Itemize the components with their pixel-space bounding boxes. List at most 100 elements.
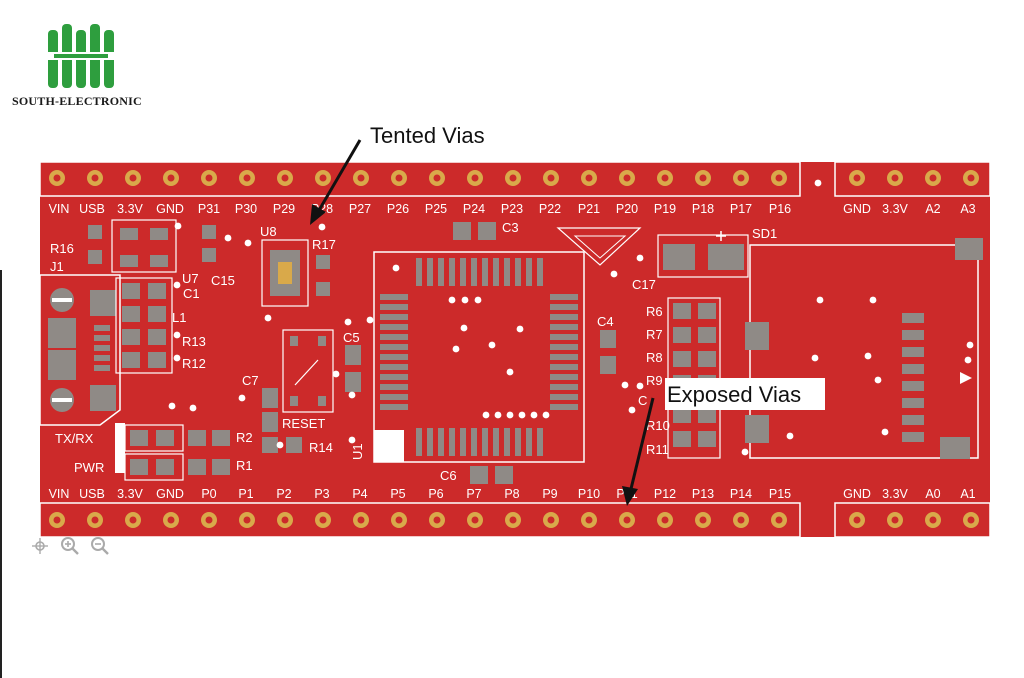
pin-label: P26 (387, 202, 409, 216)
mcu-pad (504, 428, 510, 456)
resistor-pad (698, 407, 716, 423)
pin-hole (129, 516, 137, 524)
pin-label: P6 (428, 487, 443, 501)
via (636, 254, 644, 262)
mcu-pad (550, 364, 578, 370)
via (332, 370, 340, 378)
pin-hole (585, 516, 593, 524)
via (854, 148, 862, 156)
resistor-pad (673, 407, 691, 423)
mcu-pad (550, 314, 578, 320)
pin-hole (319, 174, 327, 182)
via (610, 270, 618, 278)
pin-label: P13 (692, 487, 714, 501)
pin-hole (775, 516, 783, 524)
pin-hole (699, 174, 707, 182)
label-r8: R8 (646, 350, 663, 365)
via (816, 296, 824, 304)
label-r1: R1 (236, 458, 253, 473)
antenna-mark (556, 227, 642, 266)
silk-left (111, 219, 177, 374)
mcu-pad (460, 428, 466, 456)
via (741, 448, 749, 456)
label-c2: C (638, 393, 647, 408)
label-r9: R9 (646, 373, 663, 388)
pin-hole (891, 516, 899, 524)
pin-label: 3.3V (117, 487, 143, 501)
zoom-in-icon[interactable] (60, 536, 80, 556)
mcu-pad (380, 334, 408, 340)
label-c5: C5 (343, 330, 360, 345)
pin-hole (205, 516, 213, 524)
pin-label: P27 (349, 202, 371, 216)
pin-hole (53, 174, 61, 182)
via (366, 316, 374, 324)
label-r14: R14 (309, 440, 333, 455)
u8-chip (261, 239, 330, 307)
pin-hole (661, 516, 669, 524)
pin-label: P17 (730, 202, 752, 216)
pin-hole (205, 174, 213, 182)
pin-hole (433, 174, 441, 182)
pin-hole (585, 174, 593, 182)
resistor-pad (698, 303, 716, 319)
pin-label: P24 (463, 202, 485, 216)
mcu-pad (504, 258, 510, 286)
via (264, 314, 272, 322)
pin-hole (737, 516, 745, 524)
pin-hole (167, 516, 175, 524)
mcu-pad (526, 428, 532, 456)
mcu-pad (515, 258, 521, 286)
label-l1: L1 (172, 310, 186, 325)
mcu-pad (449, 258, 455, 286)
pan-icon[interactable] (30, 536, 50, 556)
pin-hole (243, 516, 251, 524)
mcu-pad (482, 428, 488, 456)
pin-hole (281, 174, 289, 182)
resistor-pad (698, 431, 716, 447)
pin-label: P3 (314, 487, 329, 501)
pin-hole (891, 174, 899, 182)
label-c1: C1 (183, 286, 200, 301)
label-r7: R7 (646, 327, 663, 342)
sd-card-slot (745, 238, 983, 459)
mcu-pad (380, 384, 408, 390)
via (506, 411, 514, 419)
mcu-pad (471, 428, 477, 456)
pin-label: P25 (425, 202, 447, 216)
via (814, 179, 822, 187)
mcu-pad (380, 314, 408, 320)
pin-label: P9 (542, 487, 557, 501)
label-c4: C4 (597, 314, 614, 329)
mcu-pad (550, 384, 578, 390)
mcu-pad (380, 394, 408, 400)
zoom-controls (30, 536, 110, 556)
pin-label: P22 (539, 202, 561, 216)
pin-label: USB (79, 487, 105, 501)
via (238, 394, 246, 402)
label-u1: U1 (350, 443, 365, 460)
u1-mcu (373, 251, 585, 463)
pin-label: P18 (692, 202, 714, 216)
pin-hole (243, 174, 251, 182)
mcu-pad (427, 258, 433, 286)
pin-label: P23 (501, 202, 523, 216)
mcu-pad (380, 404, 408, 410)
pin-hole (53, 516, 61, 524)
mcu-pad (471, 258, 477, 286)
annotation-tented: Tented Vias (310, 123, 485, 225)
via (530, 411, 538, 419)
via (474, 296, 482, 304)
resistor-pad (673, 303, 691, 319)
pin-hole (967, 174, 975, 182)
mcu-pad (416, 258, 422, 286)
zoom-out-icon[interactable] (90, 536, 110, 556)
mcu-pad (438, 428, 444, 456)
pin-label: P15 (769, 487, 791, 501)
pin-label: VIN (49, 202, 70, 216)
pin-hole (929, 516, 937, 524)
mcu-pad (493, 258, 499, 286)
via (344, 318, 352, 326)
mcu-pad (380, 304, 408, 310)
